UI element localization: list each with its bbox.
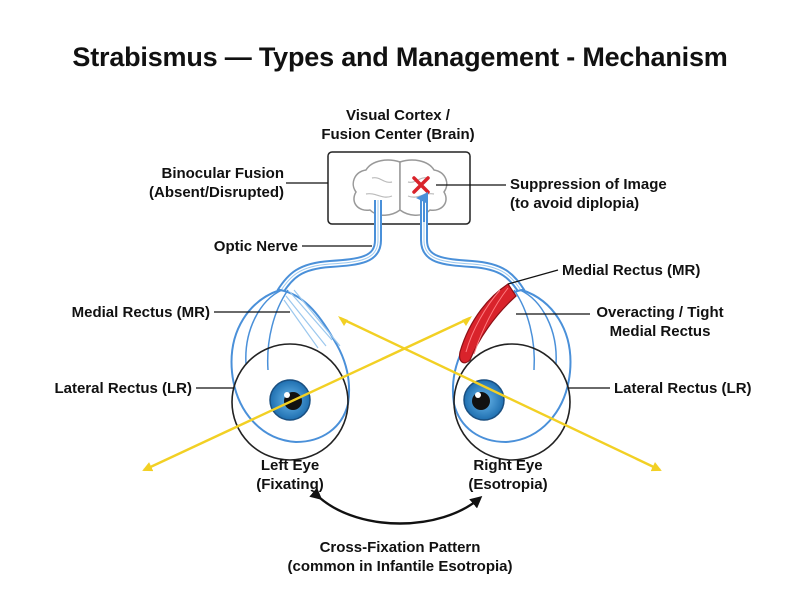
gaze-lines — [142, 316, 662, 472]
brain-icon — [352, 159, 448, 216]
visual-cortex-label-1: Visual Cortex / — [346, 107, 451, 124]
left-eye-icon — [230, 288, 350, 461]
cross-fixation-label-1: Cross-Fixation Pattern — [320, 539, 481, 556]
right-eye-label-2: (Esotropia) — [468, 476, 547, 493]
overacting-label-2: Medial Rectus — [610, 323, 711, 340]
medial-rectus-left-label: Medial Rectus (MR) — [72, 304, 210, 321]
suppression-label-2: (to avoid diplopia) — [510, 195, 639, 212]
suppression-label-1: Suppression of Image — [510, 176, 667, 193]
binocular-fusion-label-2: (Absent/Disrupted) — [149, 184, 284, 201]
lateral-rectus-right-label: Lateral Rectus (LR) — [614, 380, 752, 397]
optic-nerve-right — [416, 192, 526, 295]
optic-nerve-left — [276, 200, 382, 295]
right-eye-label-1: Right Eye — [473, 457, 542, 474]
right-eye-icon — [452, 283, 572, 461]
suppression-x-icon — [412, 176, 430, 194]
optic-nerve-label: Optic Nerve — [214, 238, 298, 255]
visual-cortex-label-2: Fusion Center (Brain) — [321, 126, 474, 143]
left-eye-label-1: Left Eye — [261, 457, 319, 474]
leader-lines — [196, 182, 610, 389]
left-eye-label-2: (Fixating) — [256, 476, 324, 493]
overacting-label-1: Overacting / Tight — [596, 304, 723, 321]
cross-fixation-label-2: (common in Infantile Esotropia) — [287, 558, 512, 575]
lateral-rectus-left-label: Lateral Rectus (LR) — [54, 380, 192, 397]
cross-fixation-arrow — [309, 487, 483, 525]
binocular-fusion-label-1: Binocular Fusion — [161, 165, 284, 182]
visual-cortex-box — [327, 151, 471, 225]
diagram-title: Strabismus — Types and Management - Mech… — [72, 42, 728, 72]
medial-rectus-right-label: Medial Rectus (MR) — [562, 262, 700, 279]
